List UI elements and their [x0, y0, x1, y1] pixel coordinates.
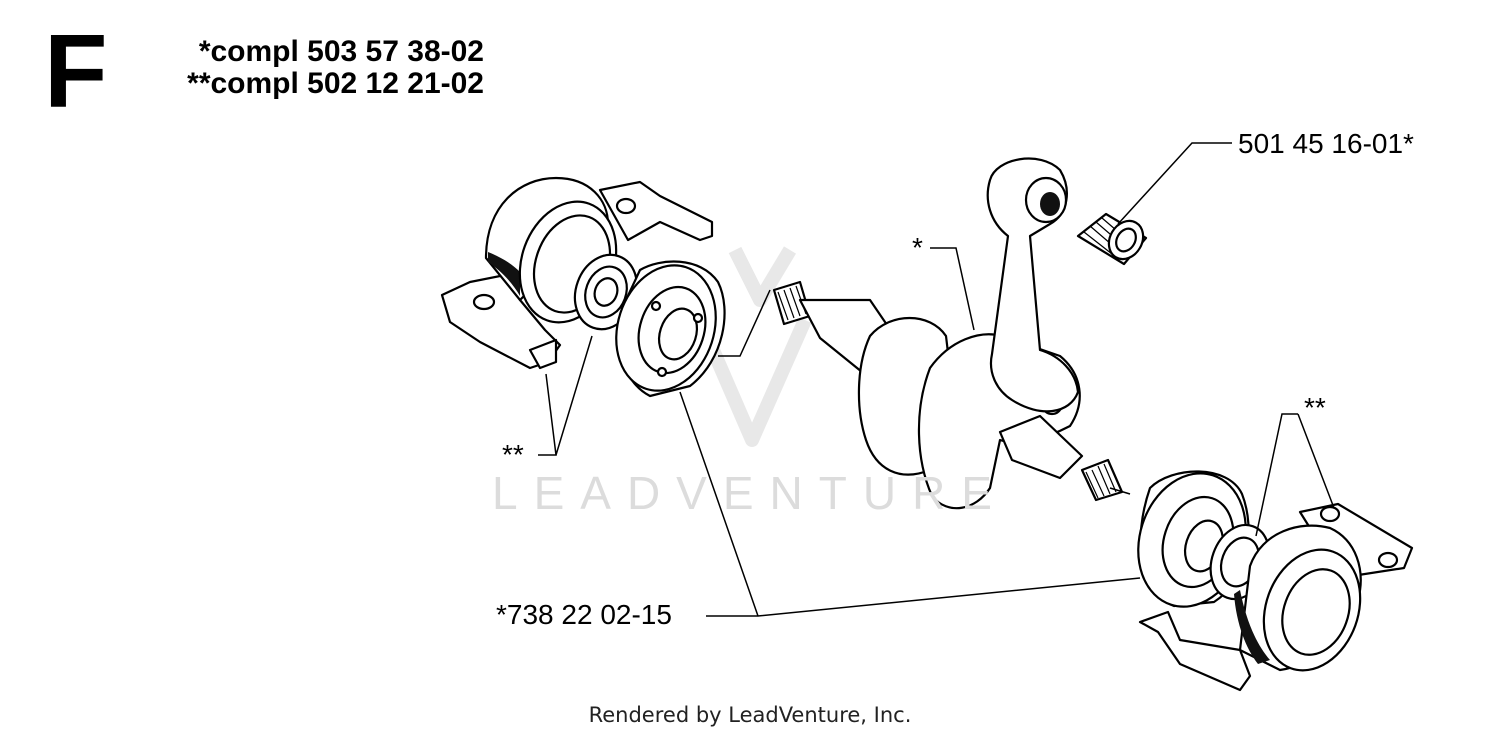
callout-seal-right: **	[1304, 392, 1326, 423]
leader-ball-bearing	[679, 391, 1141, 617]
leader-lines	[538, 142, 1335, 617]
leader-crankshaft	[930, 247, 975, 331]
right-bearing-housing	[1138, 502, 1414, 692]
footer-credit: Rendered by LeadVenture, Inc.	[588, 703, 912, 727]
section-letter: F	[44, 14, 108, 130]
kit-line-1: *compl 503 57 38-02	[198, 35, 484, 68]
leader-stub-left	[718, 289, 771, 357]
callout-needle-bearing: 501 45 16-01*	[1238, 128, 1414, 159]
callout-seal-left: **	[502, 439, 524, 470]
right-ball-bearing	[1137, 470, 1250, 608]
leader-needle-bearing	[1117, 142, 1232, 225]
watermark-text: LEADVENTURE	[492, 467, 1008, 519]
connecting-rod	[986, 157, 1080, 413]
callout-ball-bearing: *738 22 02-15	[496, 599, 672, 630]
leader-seal-left	[538, 335, 593, 456]
watermark-logo	[693, 246, 812, 447]
left-ball-bearing	[615, 260, 726, 398]
callout-crankshaft: *	[912, 232, 923, 263]
kit-line-2: **compl 502 12 21-02	[187, 67, 484, 100]
needle-bearing	[1076, 212, 1148, 266]
leader-stub-right	[1109, 487, 1131, 495]
leader-seal-right	[1255, 413, 1335, 537]
